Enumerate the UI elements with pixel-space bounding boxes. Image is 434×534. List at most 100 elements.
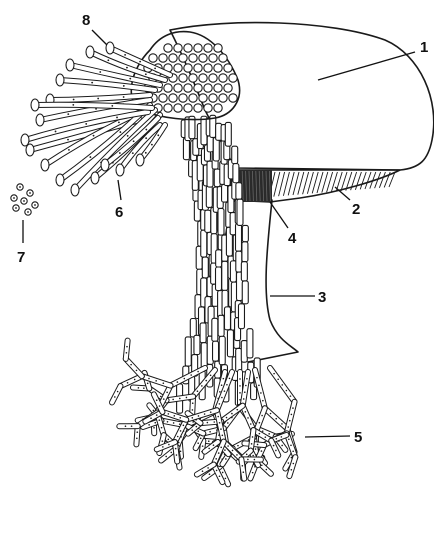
septum: [119, 152, 121, 154]
mycelium-dot: [172, 399, 174, 401]
tissue-cell: [179, 94, 187, 102]
gill-line: [312, 172, 318, 193]
mycelium-dot: [210, 411, 212, 413]
septum: [55, 131, 57, 133]
mycelium-dot: [227, 422, 229, 424]
mycelium-dot: [202, 445, 204, 447]
tissue-cell: [194, 64, 202, 72]
gill-line: [307, 172, 313, 194]
mycelium-dot: [200, 438, 202, 440]
gill-line: [279, 172, 285, 196]
mycelium-dot: [252, 472, 254, 474]
tissue-cell: [184, 84, 192, 92]
basidium: [116, 164, 124, 176]
label-1: 1: [420, 39, 428, 56]
mycelium-dot: [236, 454, 238, 456]
hypha-cell: [190, 318, 196, 336]
label-6: 6: [115, 204, 123, 221]
mycelium-dot: [183, 425, 185, 427]
hypha-cell: [218, 315, 224, 336]
mycelium-dot: [168, 439, 170, 441]
mycelium-dot: [192, 417, 194, 419]
mycelium-dot: [155, 380, 157, 382]
mycelium-dot: [260, 392, 262, 394]
tissue-cell: [229, 94, 237, 102]
hypha-cell: [227, 330, 233, 357]
tissue-cell: [189, 54, 197, 62]
tissue-cell: [159, 54, 167, 62]
mycelium-dot: [288, 462, 290, 464]
tissue-cell: [209, 94, 217, 102]
septum: [93, 135, 95, 137]
mycelium-dot: [224, 449, 226, 451]
tissue-cell: [174, 64, 182, 72]
septum: [91, 82, 93, 84]
mycelium-dot: [180, 430, 182, 432]
hypha-cell: [247, 329, 253, 358]
mycelium-dot: [213, 421, 215, 423]
septum: [72, 104, 74, 106]
tissue-cell: [174, 84, 182, 92]
mycelium-dot: [204, 413, 206, 415]
mycelium-dot: [290, 444, 292, 446]
mycelium-dot: [138, 387, 140, 389]
mycelium-dot: [209, 431, 211, 433]
mycelium-dot: [210, 375, 212, 377]
mycelium-dot: [219, 475, 221, 477]
tissue-cell: [214, 44, 222, 52]
mycelium-dot: [243, 398, 245, 400]
mycelium-dot: [259, 433, 261, 435]
mycelium-dot: [134, 379, 136, 381]
tissue-cell: [209, 54, 217, 62]
mycelium-dot: [177, 381, 179, 383]
hypha-cell: [237, 199, 243, 225]
tissue-cell: [164, 44, 172, 52]
hypha-cell: [236, 224, 242, 252]
mycelium-dot: [136, 370, 138, 372]
label-8: 8: [82, 12, 90, 29]
mycelium-dot: [287, 426, 289, 428]
mycelium-dot: [281, 423, 283, 425]
tissue-cell: [164, 84, 172, 92]
mycelium-dot: [221, 384, 223, 386]
septum: [151, 144, 153, 146]
tissue-cell: [204, 84, 212, 92]
mycelium-hypha-core: [241, 459, 244, 478]
septum: [124, 54, 126, 56]
hypha-cell: [218, 208, 224, 235]
mycelium-dot: [261, 415, 263, 417]
hypha-cell: [206, 186, 212, 208]
mycelium-dot: [276, 438, 278, 440]
hypha-cell: [241, 262, 247, 281]
hypha-cell: [233, 164, 239, 183]
mycelium-dot: [217, 416, 219, 418]
mycelium-dot: [175, 448, 177, 450]
mycelium-dot: [239, 392, 241, 394]
mycelium-dot: [198, 415, 200, 417]
septum: [127, 135, 129, 137]
septum: [119, 131, 121, 133]
tissue-cell: [164, 104, 172, 112]
label-7: 7: [17, 249, 25, 266]
mycelium-dot: [209, 473, 211, 475]
septum: [154, 67, 156, 69]
mycelium-dot: [136, 431, 138, 433]
gill-line: [288, 172, 294, 195]
mycelium-dot: [243, 471, 245, 473]
septum: [145, 73, 147, 75]
basidium: [86, 46, 94, 58]
mycelium-dot: [168, 444, 170, 446]
spore-nucleus: [13, 197, 15, 199]
mycelium-dot: [192, 402, 194, 404]
mycelium-dot: [148, 424, 150, 426]
basidium: [56, 174, 64, 186]
mycelium-dot: [291, 469, 293, 471]
mycelium-dot: [180, 450, 182, 452]
hypha-cell: [213, 137, 219, 161]
gill-line: [355, 172, 361, 190]
tissue-cell: [204, 64, 212, 72]
mycelium-dot: [208, 440, 210, 442]
basidia-branches: [21, 42, 170, 196]
mycelium-dot: [114, 396, 116, 398]
mycelium-dot: [161, 427, 163, 429]
